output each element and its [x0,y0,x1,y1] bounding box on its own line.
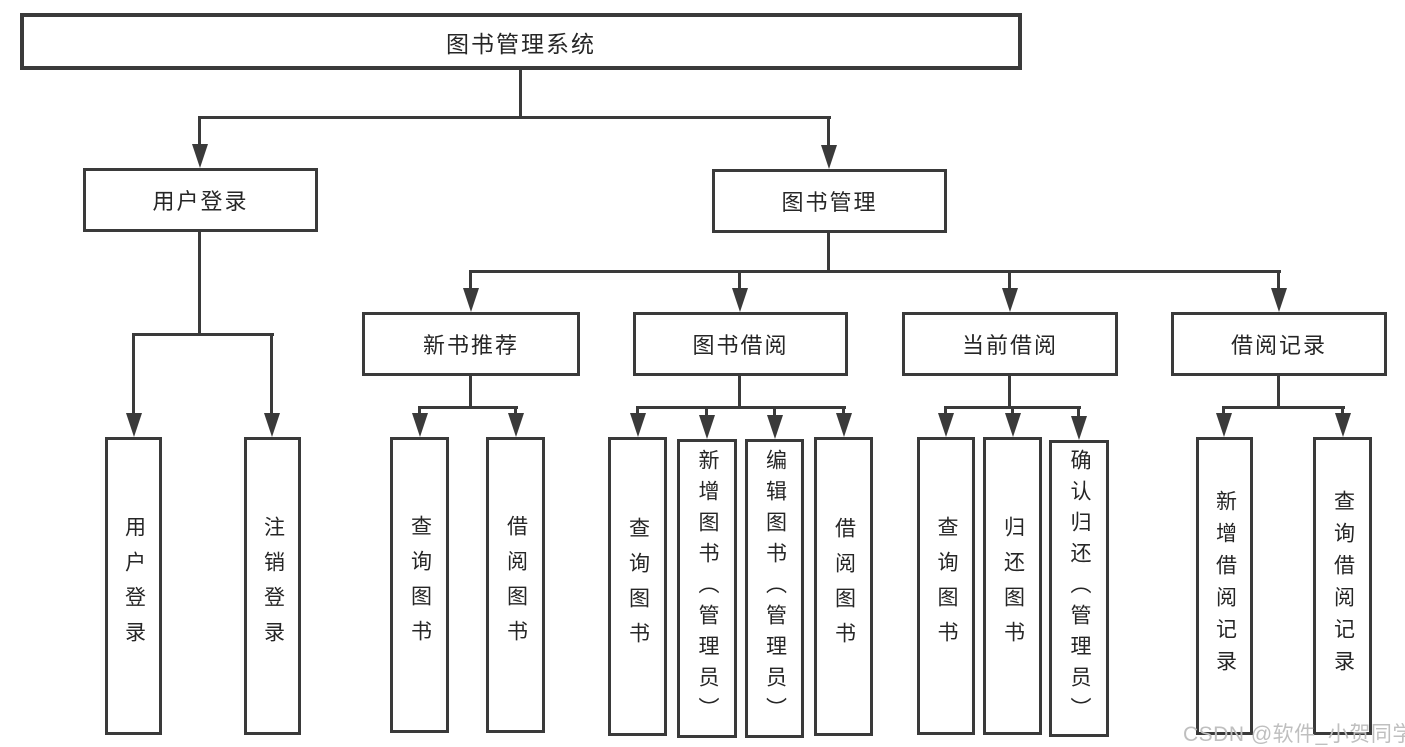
query-books-1-label: 查询图书 [408,515,432,655]
root-label: 图书管理系统 [446,30,596,57]
arrowhead-down-icon [463,288,479,312]
add-books-admin-box: 新增图书（管理员） [677,439,737,738]
connector-line [1222,406,1225,417]
user-login-box: 用户登录 [83,168,318,232]
confirm-return-admin-label: 确认归还（管理员） [1068,449,1091,728]
logout-action-label: 注销登录 [261,516,285,656]
user-login-label: 用户登录 [152,189,249,214]
connector-line [738,270,741,292]
connector-line [842,406,845,417]
return-books-box: 归还图书 [983,437,1042,735]
arrowhead-down-icon [732,288,748,312]
arrowhead-down-icon [1005,413,1021,437]
arrowhead-down-icon [821,145,837,169]
connector-line [773,406,776,419]
arrowhead-down-icon [699,415,715,439]
connector-line [132,333,274,336]
connector-line [827,116,830,149]
current-borrowing-box: 当前借阅 [902,312,1118,376]
connector-line [705,406,708,419]
watermark: CSDN @软件_小贺同学 [1183,723,1405,746]
query-books-1-box: 查询图书 [390,437,449,733]
connector-line [132,333,135,417]
arrowhead-down-icon [412,413,428,437]
connector-line [1277,270,1280,292]
query-books-2-box: 查询图书 [608,437,667,736]
edit-books-admin-label: 编辑图书（管理员） [763,449,787,728]
user-login-action-label: 用户登录 [122,516,146,656]
query-books-3-label: 查询图书 [935,516,958,656]
arrowhead-down-icon [1216,413,1232,437]
arrowhead-down-icon [264,413,280,437]
connector-line [198,116,201,148]
connector-line [519,69,522,118]
connector-line [514,406,517,417]
query-books-2-label: 查询图书 [626,516,650,657]
connector-line [198,231,201,335]
arrowhead-down-icon [836,413,852,437]
borrow-books-1-label: 借阅图书 [504,515,528,655]
connector-line [1222,406,1345,409]
add-borrow-record-label: 新增借阅记录 [1213,490,1237,682]
arrowhead-down-icon [192,144,208,168]
add-borrow-record-box: 新增借阅记录 [1196,437,1253,735]
arrowhead-down-icon [1271,288,1287,312]
connector-line [1008,375,1011,408]
arrowhead-down-icon [508,413,524,437]
connector-line [469,375,472,408]
query-books-3-box: 查询图书 [917,437,975,735]
connector-line [636,406,846,409]
confirm-return-admin-box: 确认归还（管理员） [1049,440,1109,737]
borrow-books-2-box: 借阅图书 [814,437,873,736]
edit-books-admin-box: 编辑图书（管理员） [745,439,804,738]
borrow-books-2-label: 借阅图书 [832,516,856,657]
connector-line [418,406,421,417]
book-management-label: 图书管理 [781,190,878,215]
add-books-admin-label: 新增图书（管理员） [696,449,719,728]
arrowhead-down-icon [938,413,954,437]
book-management-box: 图书管理 [712,169,947,233]
arrowhead-down-icon [1002,288,1018,312]
current-borrowing-label: 当前借阅 [961,333,1058,358]
arrowhead-down-icon [767,415,783,439]
connector-line [1008,270,1011,292]
connector-line [198,116,831,119]
user-login-action-box: 用户登录 [105,437,162,735]
connector-line [827,232,830,272]
arrowhead-down-icon [1335,413,1351,437]
new-book-recommend-box: 新书推荐 [362,312,580,376]
connector-line [944,406,947,417]
connector-line [738,375,741,408]
query-borrow-record-box: 查询借阅记录 [1313,437,1372,735]
borrowing-records-label: 借阅记录 [1230,333,1327,358]
connector-line [1341,406,1344,417]
connector-line [469,270,1281,273]
connector-line [270,333,273,417]
connector-line [1011,406,1014,417]
book-borrowing-box: 图书借阅 [633,312,848,376]
borrowing-records-box: 借阅记录 [1171,312,1387,376]
arrowhead-down-icon [630,413,646,437]
new-book-recommend-label: 新书推荐 [422,333,519,358]
book-borrowing-label: 图书借阅 [692,333,789,358]
return-books-label: 归还图书 [1001,516,1025,656]
logout-action-box: 注销登录 [244,437,301,735]
arrowhead-down-icon [1071,416,1087,440]
arrowhead-down-icon [126,413,142,437]
connector-line [418,406,518,409]
root-box: 图书管理系统 [20,13,1022,70]
connector-line [1277,375,1280,408]
query-borrow-record-label: 查询借阅记录 [1331,490,1355,682]
connector-line [469,270,472,292]
connector-line [1077,406,1080,420]
borrow-books-1-box: 借阅图书 [486,437,545,733]
connector-line [636,406,639,417]
